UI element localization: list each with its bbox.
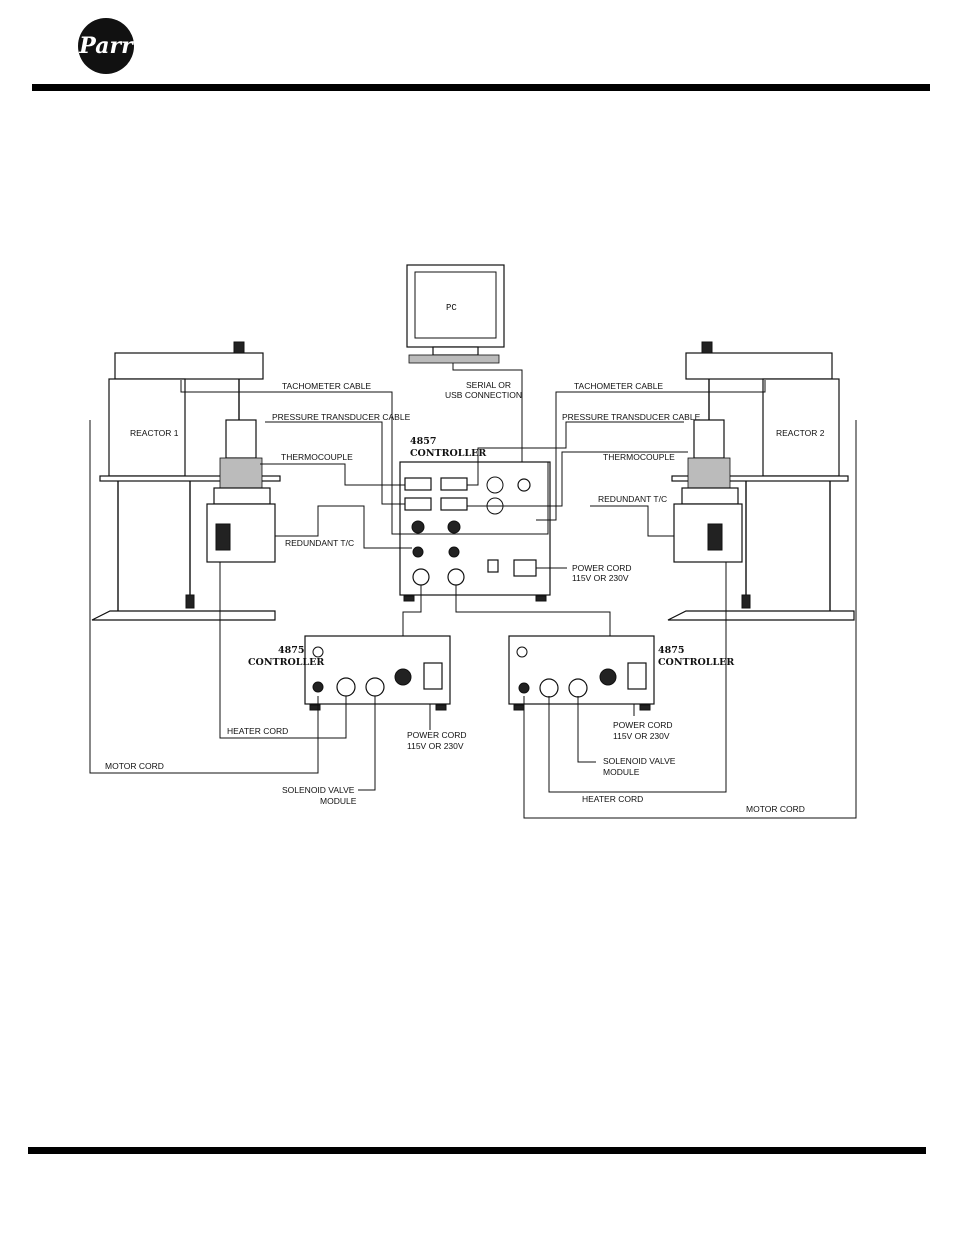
controller-4875-right-number: 4875 [658, 645, 684, 656]
header-rule [32, 84, 930, 91]
thermocouple-right: THERMOCOUPLE [603, 452, 675, 462]
power-cord-main-1: POWER CORD [572, 563, 632, 573]
reactor-1-label: REACTOR 1 [130, 428, 179, 438]
thermocouple-left: THERMOCOUPLE [281, 452, 353, 462]
serial-label-2: USB CONNECTION [445, 390, 522, 400]
power-cord-left-1: POWER CORD [407, 730, 467, 740]
redundant-tc-right: REDUNDANT T/C [598, 494, 667, 504]
controller-4875-left-label: CONTROLLER [248, 657, 324, 668]
controller-4875-right-label: CONTROLLER [658, 657, 734, 668]
solenoid-right-1: SOLENOID VALVE [603, 756, 676, 766]
reactor-2-assembly: REACTOR 2 [667, 341, 855, 621]
parr-logo: Parr [78, 18, 134, 74]
tachometer-cable-right: TACHOMETER CABLE [574, 381, 663, 391]
heater-cord-left: HEATER CORD [227, 726, 288, 736]
pressure-cable-left: PRESSURE TRANSDUCER CABLE [272, 412, 411, 422]
controller-4875-left-number: 4875 [278, 645, 304, 656]
tachometer-cable-left: TACHOMETER CABLE [282, 381, 371, 391]
power-cord-right-1: POWER CORD [613, 720, 673, 730]
serial-label-1: SERIAL OR [466, 380, 511, 390]
pc-monitor: PC [406, 264, 505, 364]
redundant-tc-left: REDUNDANT T/C [285, 538, 354, 548]
solenoid-left-2: MODULE [320, 796, 357, 806]
controller-4857-number: 4857 [410, 436, 436, 447]
reactor-1-assembly: REACTOR 1 [91, 341, 281, 621]
solenoid-left-1: SOLENOID VALVE [282, 785, 355, 795]
pressure-cable-right: PRESSURE TRANSDUCER CABLE [562, 412, 701, 422]
motor-cord-left: MOTOR CORD [105, 761, 164, 771]
reactor-2-label: REACTOR 2 [776, 428, 825, 438]
controller-4875-right [508, 635, 655, 711]
heater-cord-right: HEATER CORD [582, 794, 643, 804]
power-cord-right-2: 115V OR 230V [613, 731, 670, 741]
controller-4875-left [304, 635, 451, 711]
controller-4857-label: CONTROLLER [410, 448, 486, 459]
controller-4857 [399, 461, 551, 602]
motor-cord-right: MOTOR CORD [746, 804, 805, 814]
pc-label: PC [446, 303, 457, 313]
footer-rule [28, 1147, 926, 1154]
power-cord-left-2: 115V OR 230V [407, 741, 464, 751]
power-cord-main-2: 115V OR 230V [572, 573, 629, 583]
solenoid-right-2: MODULE [603, 767, 640, 777]
